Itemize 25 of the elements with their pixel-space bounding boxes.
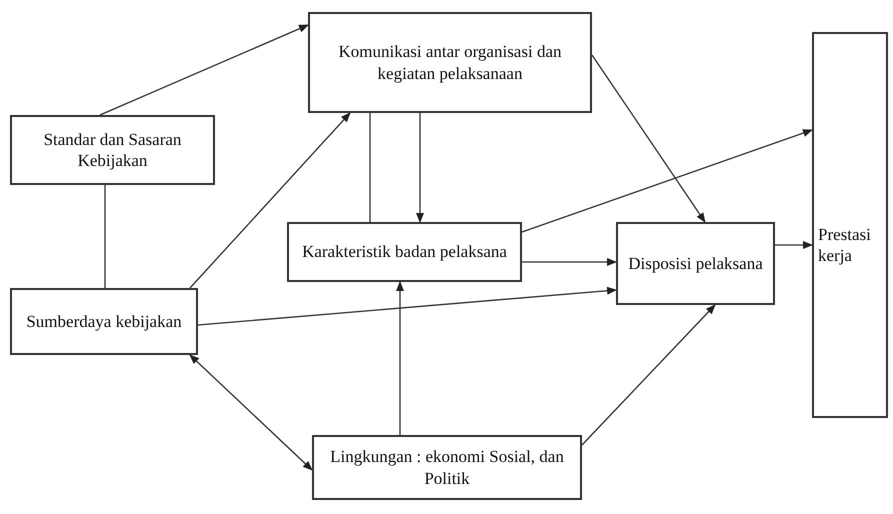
process-box xyxy=(10,288,198,355)
box-label: Sumberdaya kebijakan xyxy=(26,310,182,332)
arrow xyxy=(190,112,351,288)
arrow xyxy=(522,258,617,266)
box-label: Komunikasi antar organisasi dan kegiatan pelaksanaan xyxy=(337,41,562,84)
process-box xyxy=(10,115,215,185)
arrow xyxy=(100,24,309,116)
box-label: Prestasi kerja xyxy=(818,224,872,266)
arrow xyxy=(582,304,716,446)
process-box xyxy=(812,32,888,418)
box-label: Lingkungan : ekonomi Sosial, dan Politik xyxy=(329,446,565,489)
arrow xyxy=(591,54,706,223)
arrow xyxy=(522,129,813,233)
box-label: Disposisi pelaksana xyxy=(628,252,763,274)
process-box xyxy=(308,12,592,113)
process-box xyxy=(616,222,775,305)
box-label: Karakteristik badan pelaksana xyxy=(302,241,507,263)
process-box xyxy=(287,222,522,282)
arrow xyxy=(396,281,404,435)
box-label: Standar dan Sasaran Kebijakan xyxy=(42,128,182,172)
arrow xyxy=(198,286,617,326)
arrow xyxy=(189,354,313,471)
process-box xyxy=(312,435,582,500)
arrow xyxy=(775,241,813,249)
arrow xyxy=(416,113,424,223)
